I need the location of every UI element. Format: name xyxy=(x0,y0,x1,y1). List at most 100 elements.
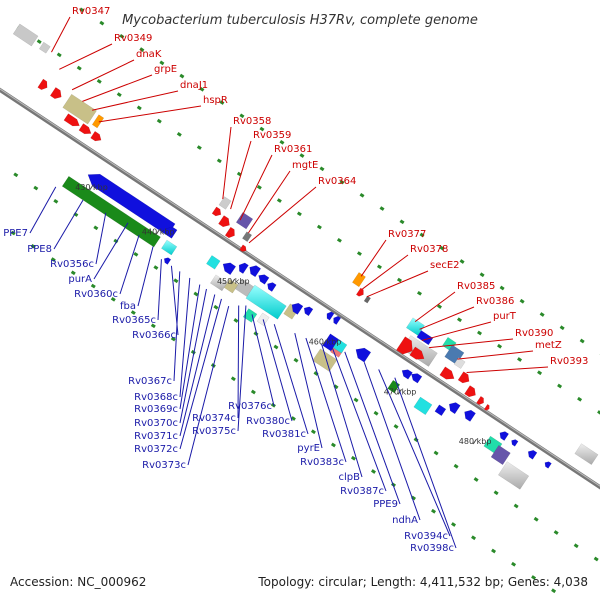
gene-feature xyxy=(511,439,519,447)
leader-line-reverse xyxy=(294,332,323,449)
tick-mark xyxy=(119,33,125,39)
gene-feature xyxy=(235,211,254,230)
tick-mark xyxy=(53,198,59,204)
label-forward-rv0364: Rv0364 xyxy=(318,176,356,187)
gene-feature xyxy=(37,78,48,91)
label-forward-purt: purT xyxy=(493,311,517,322)
gene-feature xyxy=(163,257,172,265)
label-reverse-rv0370c: Rv0370c xyxy=(134,418,178,429)
tick-mark xyxy=(517,357,523,362)
gene-feature xyxy=(222,262,237,276)
gene-feature xyxy=(267,282,277,292)
tick-mark xyxy=(159,60,165,66)
leader-line-reverse xyxy=(320,343,363,478)
tick-mark xyxy=(376,264,382,270)
gene-feature xyxy=(497,461,530,490)
gene-feature xyxy=(241,231,253,243)
tick-mark xyxy=(333,384,339,390)
tick-mark xyxy=(519,298,525,304)
gene-feature xyxy=(245,284,287,320)
tick-mark xyxy=(299,153,305,158)
gene-feature xyxy=(258,274,270,285)
tick-mark xyxy=(513,503,519,509)
leader-line-forward xyxy=(222,126,232,200)
gene-feature xyxy=(464,409,476,422)
label-reverse-pyre: pyrE xyxy=(297,443,320,454)
label-forward-mgte: mgtE xyxy=(292,160,318,171)
tick-mark xyxy=(179,73,185,79)
leader-line-reverse xyxy=(332,348,387,492)
tick-mark xyxy=(153,265,159,270)
label-forward-rv0386: Rv0386 xyxy=(476,296,514,307)
leader-line-reverse xyxy=(137,246,154,307)
tick-mark xyxy=(193,291,199,297)
tick-mark xyxy=(416,290,422,296)
leader-line-reverse xyxy=(179,294,216,437)
label-forward-rv0358: Rv0358 xyxy=(233,116,271,127)
tick-mark xyxy=(473,477,479,482)
label-forward-rv0378: Rv0378 xyxy=(410,244,448,255)
label-reverse-rv0381c: Rv0381c xyxy=(262,429,306,440)
tick-mark xyxy=(539,312,545,317)
tick-mark xyxy=(130,310,136,315)
gene-feature xyxy=(238,262,249,274)
kbp-label: 430 kbp xyxy=(75,183,108,192)
tick-mark xyxy=(393,424,399,429)
label-forward-dnak: dnaK xyxy=(136,49,162,60)
leader-line-forward xyxy=(360,239,387,277)
gene-feature xyxy=(396,336,413,355)
label-reverse-rv0383c: Rv0383c xyxy=(300,457,344,468)
tick-mark xyxy=(336,237,342,243)
label-reverse-rv0374c: Rv0374c xyxy=(192,413,236,424)
gene-feature xyxy=(490,444,511,466)
label-forward-hspr: hspR xyxy=(203,95,228,106)
tick-mark xyxy=(110,296,116,302)
label-reverse-rv0373c: Rv0373c xyxy=(142,460,186,471)
leader-line-forward xyxy=(248,186,317,244)
tick-mark xyxy=(451,522,457,527)
tick-mark xyxy=(319,166,325,172)
tick-mark xyxy=(491,548,497,554)
gene-feature xyxy=(355,287,364,297)
tick-mark xyxy=(216,158,222,164)
tick-mark xyxy=(353,397,359,403)
label-reverse-rv0356c: Rv0356c xyxy=(50,259,94,270)
gene-feature xyxy=(78,123,92,135)
gene-feature xyxy=(303,306,314,317)
leader-line-forward xyxy=(429,338,514,349)
leader-line-forward xyxy=(98,105,202,123)
leader-line-forward xyxy=(230,140,252,210)
tick-mark xyxy=(36,39,42,44)
topology-text: Topology: circular; Length: 4,411,532 bp… xyxy=(257,575,588,589)
genome-backbone xyxy=(0,87,600,490)
gene-feature xyxy=(434,404,447,417)
label-reverse-pura: purA xyxy=(68,274,92,285)
label-reverse-rv0372c: Rv0372c xyxy=(134,444,178,455)
tick-mark xyxy=(531,575,537,580)
gene-feature xyxy=(527,449,538,460)
kbp-tick xyxy=(472,438,477,445)
tick-mark xyxy=(233,318,239,323)
leader-line-forward xyxy=(239,154,273,221)
tick-mark xyxy=(497,343,503,349)
label-forward-dnaj1: dnaJ1 xyxy=(180,80,208,91)
leader-line-forward xyxy=(421,321,492,341)
label-reverse-rv0367c: Rv0367c xyxy=(128,376,172,387)
leader-line-reverse xyxy=(344,351,401,505)
tick-mark xyxy=(493,490,499,496)
tick-mark xyxy=(256,184,262,190)
tick-mark xyxy=(96,78,102,84)
label-reverse-rv0380c: Rv0380c xyxy=(246,416,290,427)
gene-feature xyxy=(457,371,470,384)
label-forward-rv0385: Rv0385 xyxy=(457,281,495,292)
tick-mark xyxy=(90,283,96,289)
tick-mark xyxy=(477,330,483,336)
gene-feature xyxy=(218,196,232,210)
tick-mark xyxy=(399,219,405,225)
label-forward-rv0361: Rv0361 xyxy=(274,144,312,155)
label-forward-rv0349: Rv0349 xyxy=(114,33,152,44)
tick-mark xyxy=(250,389,256,395)
gene-feature xyxy=(165,226,178,239)
tick-mark xyxy=(273,344,279,350)
